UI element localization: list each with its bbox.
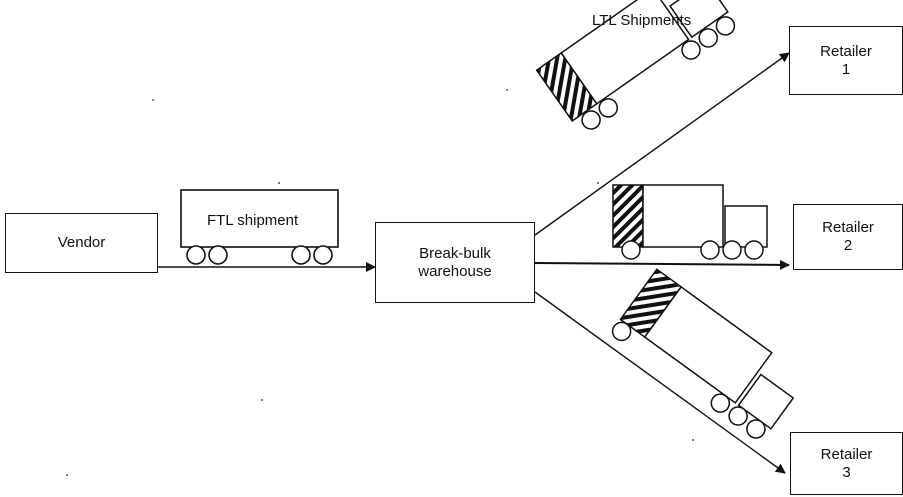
warehouse-label-line1: Break-bulk xyxy=(419,245,491,263)
retailer-1-box: Retailer 1 xyxy=(789,26,903,95)
warehouse-box: Break-bulk warehouse xyxy=(375,222,535,303)
retailer-2-number: 2 xyxy=(844,237,852,255)
retailer-3-number: 3 xyxy=(842,464,850,482)
retailer-1-number: 1 xyxy=(842,61,850,79)
arrow-warehouse-to-retailer-2 xyxy=(535,263,789,265)
vendor-label: Vendor xyxy=(58,234,106,252)
ltl-truck-icon-2 xyxy=(613,185,767,259)
retailer-3-label: Retailer xyxy=(821,446,873,464)
warehouse-label-line2: warehouse xyxy=(418,263,491,281)
ftl-shipment-label: FTL shipment xyxy=(207,212,298,229)
retailer-1-label: Retailer xyxy=(820,43,872,61)
retailer-2-label: Retailer xyxy=(822,219,874,237)
retailer-3-box: Retailer 3 xyxy=(790,432,903,495)
vendor-box: Vendor xyxy=(5,213,158,273)
retailer-2-box: Retailer 2 xyxy=(793,204,903,270)
ltl-shipments-label: LTL Shipments xyxy=(592,12,691,29)
